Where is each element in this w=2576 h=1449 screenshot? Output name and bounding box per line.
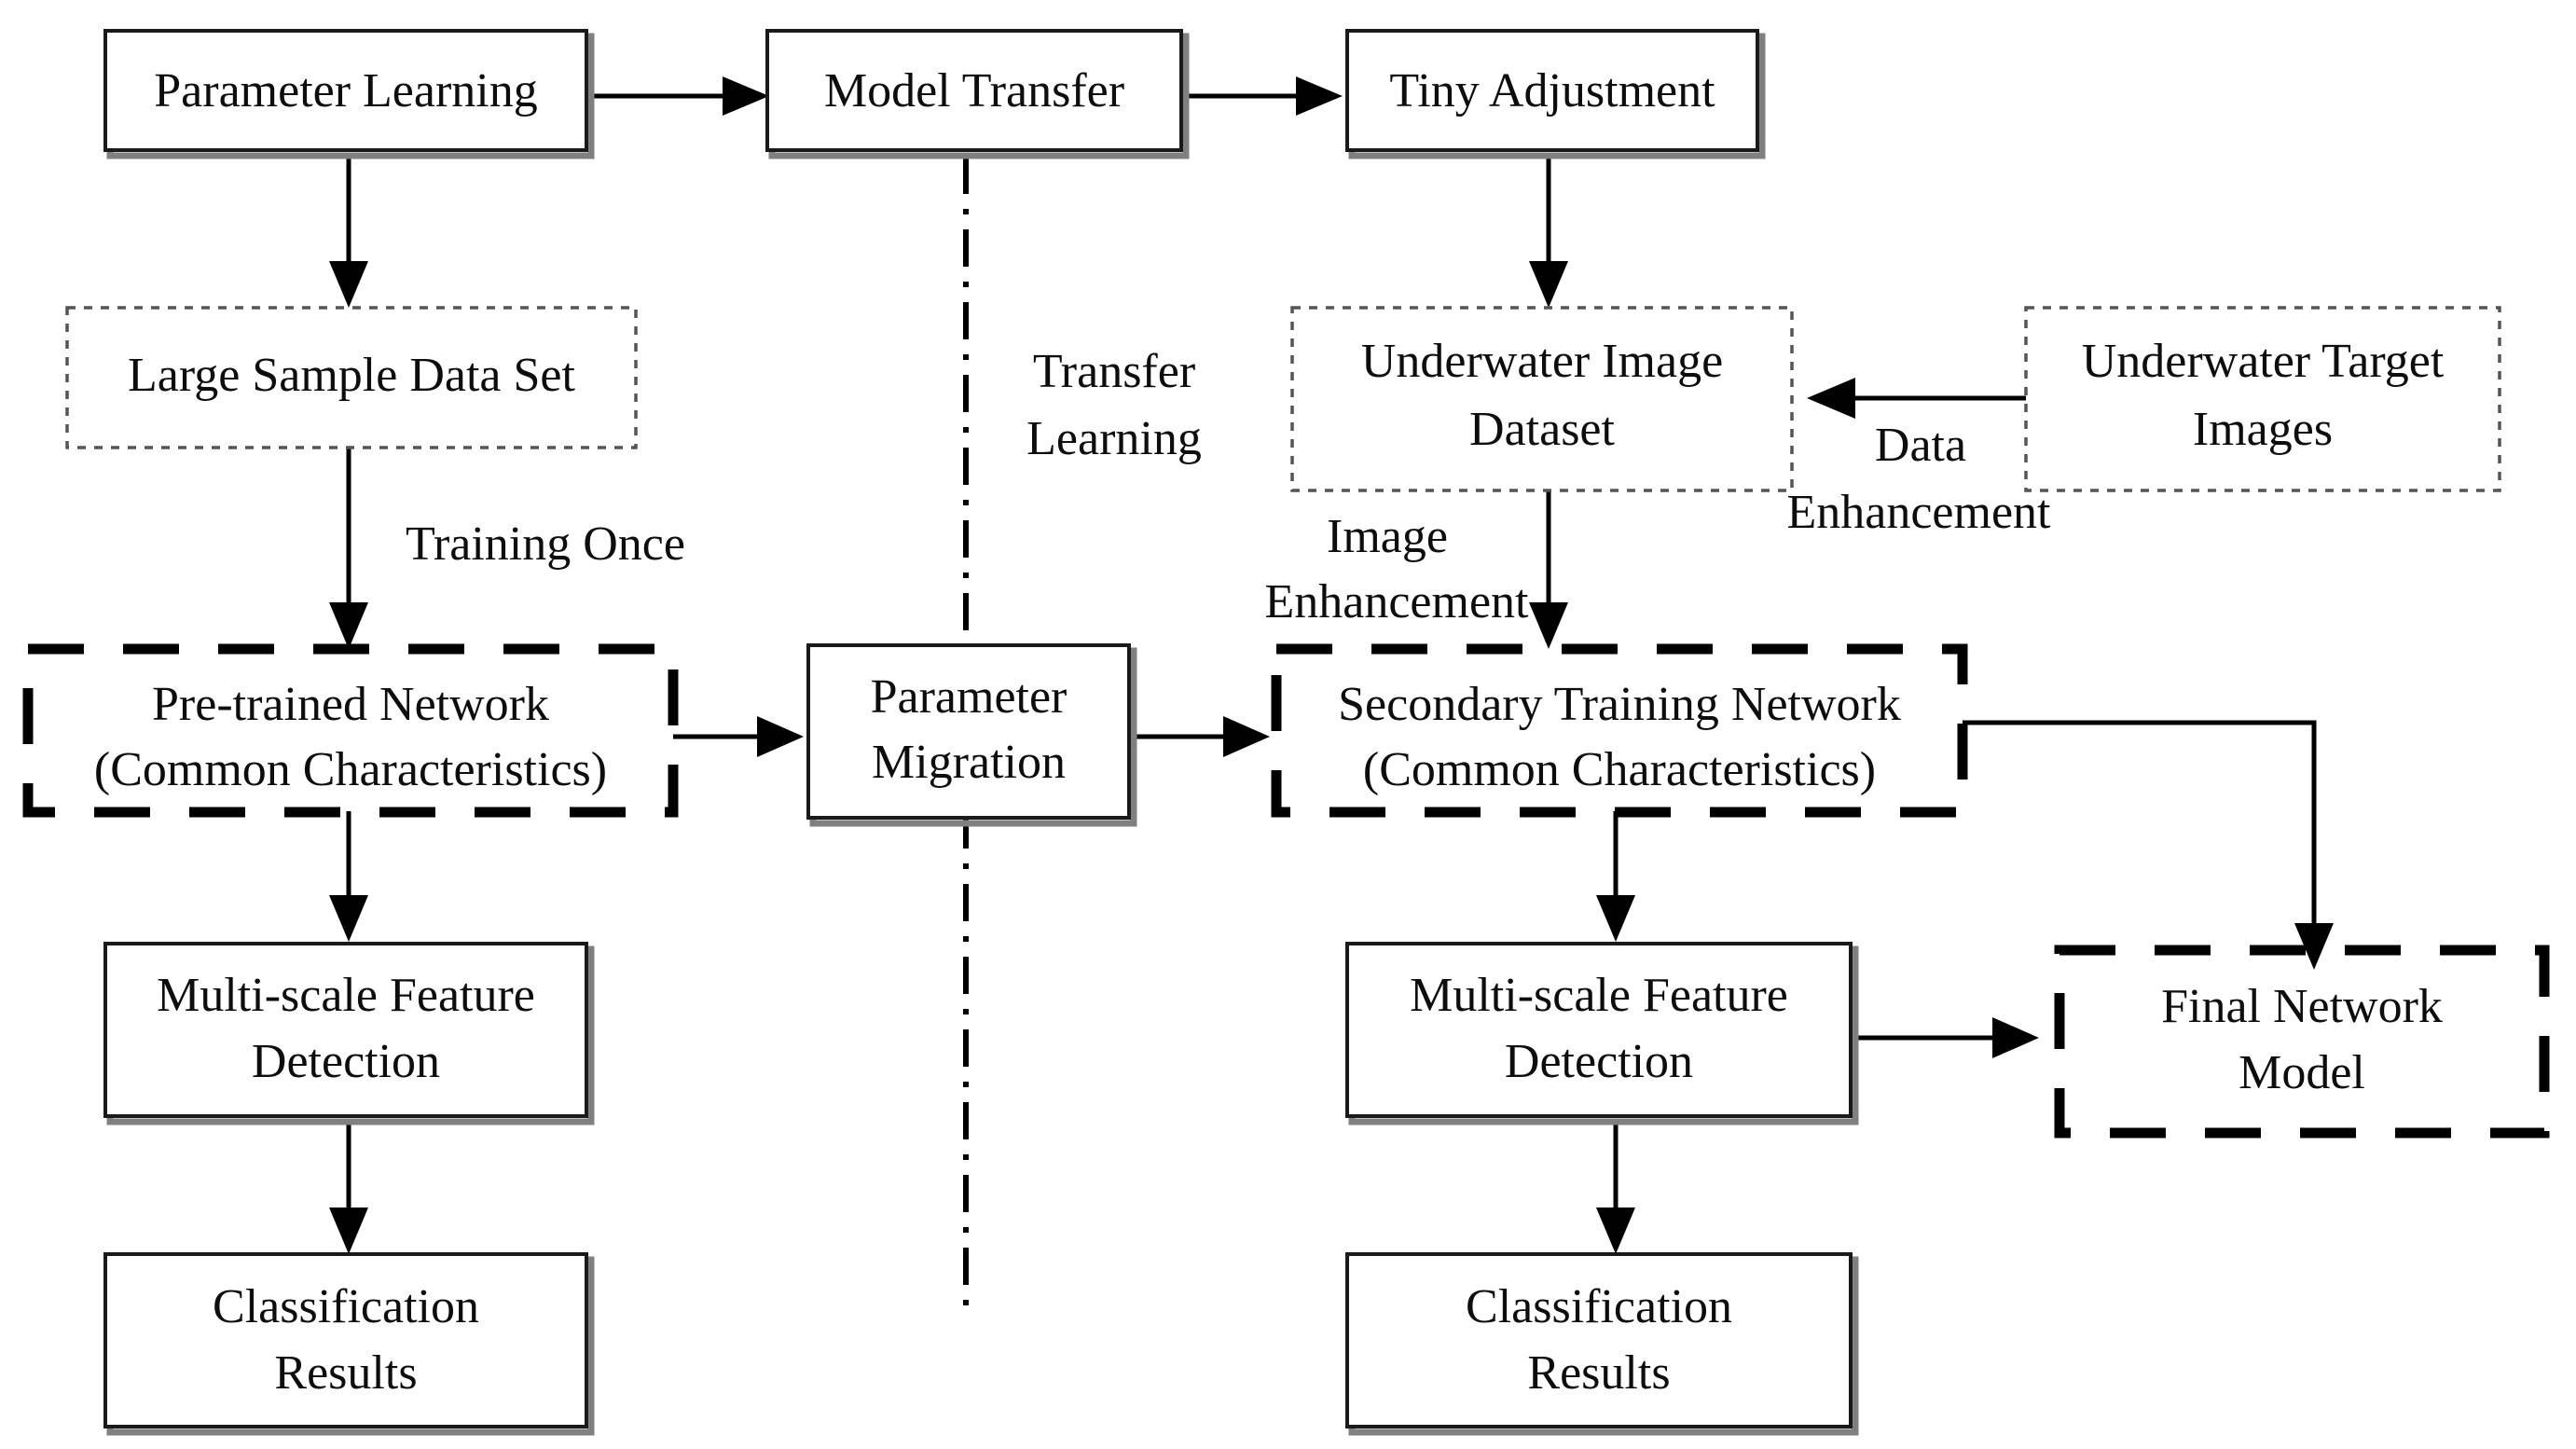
node-underwater-image-dataset-label-line2: Dataset [1469, 403, 1615, 456]
node-secondary-training-network[interactable]: Secondary Training Network (Common Chara… [1271, 643, 1968, 818]
node-large-sample-data-set-label: Large Sample Data Set [128, 349, 575, 402]
edge-parameter-learning-to-large-sample [329, 159, 368, 308]
node-multiscale-feature-detection-left[interactable]: Multi-scale Feature Detection [103, 942, 595, 1125]
node-multiscale-feature-detection-right[interactable]: Multi-scale Feature Detection [1345, 942, 1859, 1125]
edge-pretrained-to-multiscale-left [329, 811, 368, 942]
edge-model-transfer-to-tiny-adjustment [1186, 76, 1343, 116]
node-classification-right-label-line2: Results [1527, 1346, 1670, 1400]
edge-parameter-learning-to-model-transfer [591, 76, 769, 116]
node-classification-results-left[interactable]: Classification Results [103, 1252, 595, 1436]
node-pretrained-network-label-line1: Pre-trained Network [152, 678, 549, 731]
node-multiscale-right-label-line1: Multi-scale Feature [1410, 969, 1788, 1022]
node-multiscale-left-label-line2: Detection [252, 1035, 440, 1088]
edge-label-image-enhancement: Image Enhancement [1265, 510, 1530, 628]
edge-label-transfer-learning-line2: Learning [1026, 412, 1202, 465]
node-underwater-target-images-label-line1: Underwater Target [2082, 335, 2445, 388]
edge-label-image-enhancement-line1: Image [1327, 510, 1448, 563]
edge-label-training-once: Training Once [406, 518, 685, 571]
node-multiscale-left-label-line1: Multi-scale Feature [157, 969, 535, 1022]
edge-label-data-enhancement: Data Enhancement [1787, 419, 2052, 539]
node-underwater-target-images[interactable]: Underwater Target Images [2024, 306, 2501, 492]
node-model-transfer[interactable]: Model Transfer [765, 29, 1190, 159]
node-parameter-learning[interactable]: Parameter Learning [103, 29, 595, 159]
node-pretrained-network-label-line2: (Common Characteristics) [94, 743, 607, 796]
edge-label-transfer-learning: Transfer Learning [1026, 345, 1202, 465]
node-secondary-training-network-label-line2: (Common Characteristics) [1363, 743, 1876, 796]
edge-secondary-to-multiscale-right [1596, 811, 1635, 942]
edge-target-images-to-underwater-dataset [1807, 378, 2026, 419]
edge-label-data-enhancement-line1: Data [1875, 419, 1966, 472]
edge-secondary-to-final-network-model [1963, 720, 2334, 970]
node-classification-left-label-line2: Results [274, 1346, 417, 1400]
edge-label-transfer-learning-line1: Transfer [1033, 345, 1195, 398]
node-final-network-model-label-line1: Final Network [2161, 980, 2443, 1033]
node-final-network-model[interactable]: Final Network Model [2054, 945, 2550, 1138]
node-parameter-migration[interactable]: Parameter Migration [806, 643, 1137, 827]
edge-large-sample-to-pretrained [329, 448, 368, 649]
edge-multiscale-right-to-final-network-model [1855, 1017, 2039, 1058]
node-parameter-migration-label-line2: Migration [872, 736, 1066, 789]
node-multiscale-right-label-line2: Detection [1505, 1035, 1693, 1088]
node-underwater-image-dataset-label-line1: Underwater Image [1361, 335, 1723, 388]
node-classification-right-label-line1: Classification [1466, 1280, 1732, 1333]
node-underwater-image-dataset[interactable]: Underwater Image Dataset [1290, 306, 1794, 492]
node-tiny-adjustment-label: Tiny Adjustment [1389, 64, 1715, 117]
node-classification-results-right[interactable]: Classification Results [1345, 1252, 1859, 1436]
node-parameter-learning-label: Parameter Learning [154, 64, 537, 117]
edge-multiscale-left-to-classification-left [329, 1119, 368, 1254]
edge-parameter-migration-to-secondary [1136, 716, 1270, 757]
node-tiny-adjustment[interactable]: Tiny Adjustment [1345, 29, 1766, 159]
node-large-sample-data-set[interactable]: Large Sample Data Set [65, 306, 638, 449]
edge-label-image-enhancement-line2: Enhancement [1265, 575, 1530, 628]
node-model-transfer-label: Model Transfer [824, 64, 1124, 117]
edge-multiscale-right-to-classification-right [1596, 1119, 1635, 1254]
edge-underwater-dataset-to-secondary [1529, 490, 1568, 649]
node-classification-left-label-line1: Classification [213, 1280, 479, 1333]
node-final-network-model-label-line2: Model [2239, 1046, 2365, 1099]
edge-pretrained-to-parameter-migration [673, 716, 804, 757]
node-underwater-target-images-label-line2: Images [2193, 403, 2333, 456]
node-secondary-training-network-label-line1: Secondary Training Network [1338, 678, 1901, 731]
node-parameter-migration-label-line1: Parameter [871, 670, 1068, 724]
edge-tiny-adjustment-to-underwater-dataset [1529, 159, 1568, 308]
edge-label-data-enhancement-line2: Enhancement [1787, 486, 2052, 539]
node-pretrained-network[interactable]: Pre-trained Network (Common Characterist… [22, 643, 679, 818]
